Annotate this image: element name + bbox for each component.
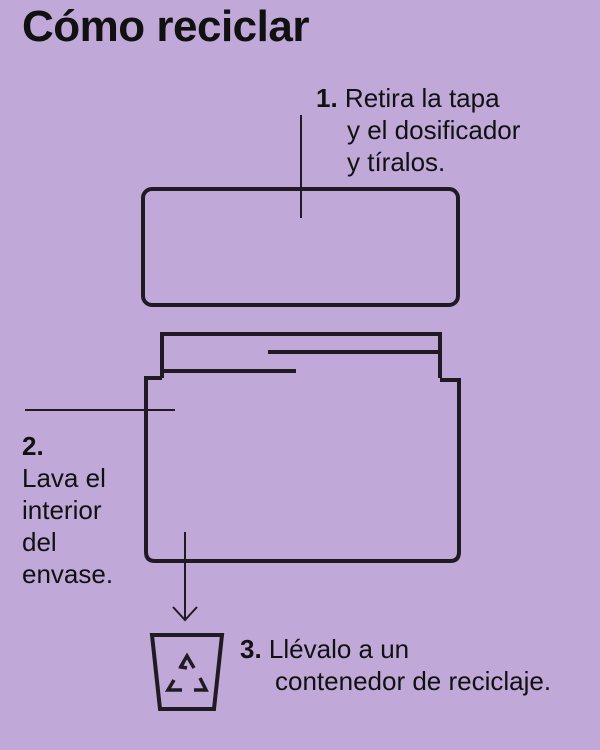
step-3-number: 3. bbox=[240, 634, 262, 664]
step-2-number: 2. bbox=[22, 431, 44, 461]
arrow-down-icon bbox=[172, 532, 198, 622]
step-2-line-4: envase. bbox=[22, 559, 114, 589]
recycle-icon bbox=[164, 652, 209, 692]
step-1-line-1: Retira la tapa bbox=[344, 83, 500, 113]
step-3-line-2: contenedor de reciclaje. bbox=[275, 666, 552, 696]
step-2-line-2: interior bbox=[22, 495, 102, 525]
step-1-line-3: y tíralos. bbox=[347, 147, 446, 177]
step-3-line-1: Llévalo a un bbox=[268, 634, 410, 664]
step-2-line-3: del bbox=[22, 527, 57, 557]
page-title: Cómo reciclar bbox=[22, 2, 309, 51]
step-3: 3. Llévalo a un bbox=[240, 633, 409, 665]
jar-illustration bbox=[144, 332, 461, 563]
step-1-number: 1. bbox=[316, 83, 338, 113]
step-2-line-1: Lava el bbox=[22, 463, 106, 493]
step-1-line-2: y el dosificador bbox=[347, 115, 521, 145]
recycle-bin-icon bbox=[149, 633, 225, 711]
step-1: 1. Retira la tapa bbox=[316, 82, 500, 114]
